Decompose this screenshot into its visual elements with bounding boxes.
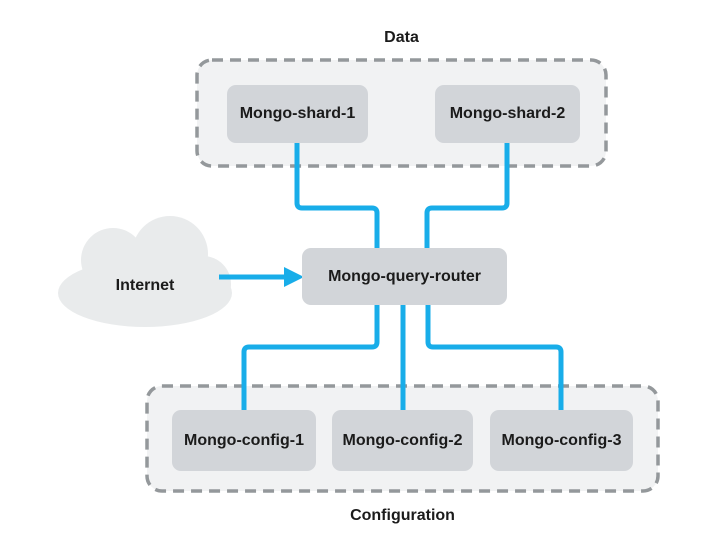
node-mongo-query-router: Mongo-query-router — [302, 248, 507, 305]
configuration-group-label: Configuration — [350, 507, 455, 524]
node-mongo-config-2: Mongo-config-2 — [332, 410, 473, 471]
arrow-head-icon — [284, 267, 304, 287]
connector-shard1-router — [294, 143, 380, 250]
connector-router-config1 — [241, 303, 380, 412]
connector-shard2-router — [424, 143, 510, 250]
node-mongo-shard-1: Mongo-shard-1 — [227, 85, 368, 143]
connector-router-config3 — [425, 303, 564, 412]
internet-label: Internet — [115, 277, 175, 294]
node-mongo-shard-2: Mongo-shard-2 — [435, 85, 580, 143]
node-mongo-config-3: Mongo-config-3 — [490, 410, 633, 471]
internet-cloud-icon — [58, 216, 232, 327]
arrow-internet-router — [219, 267, 304, 287]
data-group-label: Data — [384, 29, 419, 46]
node-mongo-config-1: Mongo-config-1 — [172, 410, 316, 471]
